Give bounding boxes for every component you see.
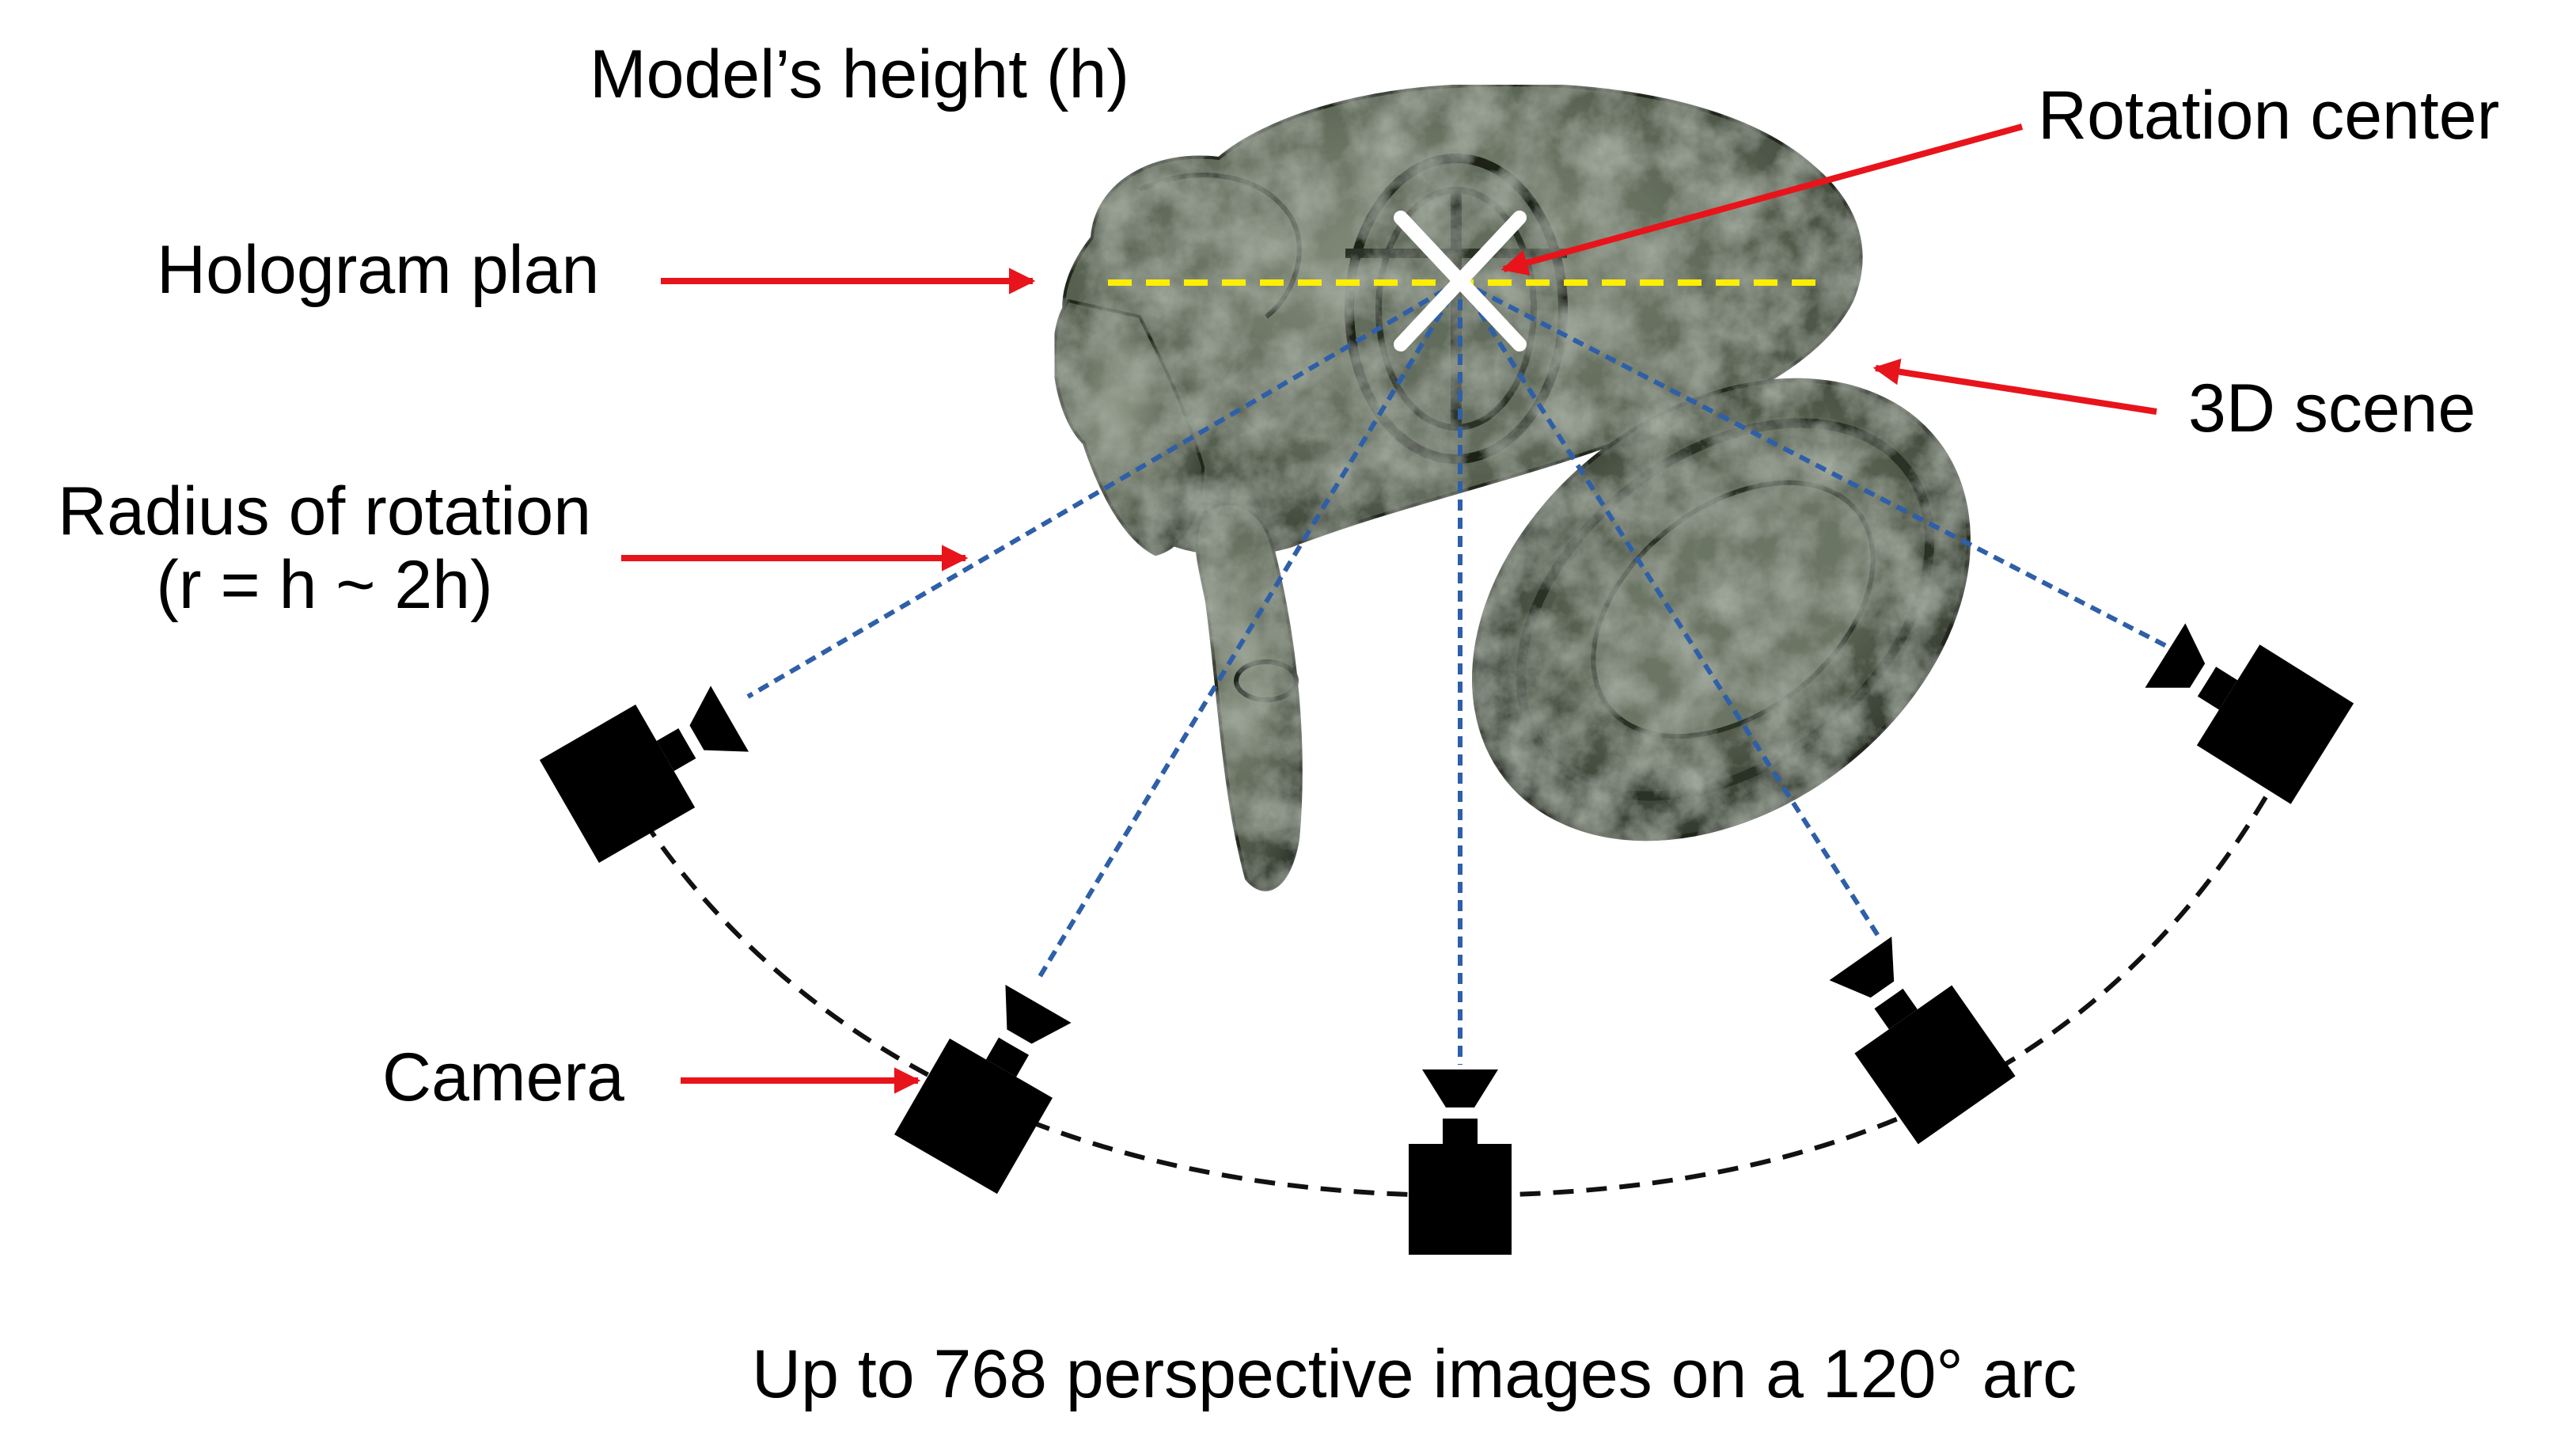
scene-bust-side [1053, 298, 1205, 557]
model-height-label: Model’s height (h) [590, 36, 1129, 112]
cameras [539, 623, 2354, 1255]
scene-shield-boss [1591, 480, 1876, 739]
radius-of-rotation-label: Radius of rotation (r = h ~ 2h) [32, 475, 617, 622]
scene-shield-rim [1516, 418, 1935, 801]
arrow-rotation-center [1500, 123, 2024, 276]
view-ray-5 [1459, 279, 2174, 652]
camera-icon [539, 686, 749, 863]
view-rays [746, 279, 2174, 1065]
radius-of-rotation-line1: Radius of rotation [57, 473, 592, 549]
camera-icon [2145, 623, 2354, 804]
hologram-plan-label: Hologram plan [157, 232, 600, 308]
radius-of-rotation-line2: (r = h ~ 2h) [156, 546, 493, 623]
x-cross-icon [1394, 211, 1527, 351]
view-ray-2 [1034, 279, 1463, 983]
camera-icon [1409, 1069, 1512, 1255]
camera-icon [894, 984, 1072, 1195]
camera-label: Camera [382, 1039, 624, 1115]
camera-icon [1829, 936, 2016, 1145]
3d-scene-model [1053, 83, 1971, 891]
3d-scene-label: 3D scene [2188, 370, 2476, 446]
caption: Up to 768 perspective images on a 120° a… [752, 1336, 2077, 1412]
scene-headdress [1138, 173, 1302, 319]
rotation-center-label: Rotation center [2038, 78, 2500, 154]
arrow-3d-scene [1872, 359, 2157, 415]
scene-staff-ring [1234, 659, 1299, 702]
annotation-arrows [621, 123, 2157, 1094]
view-ray-1 [746, 279, 1462, 699]
view-ray-4 [1458, 279, 1882, 940]
